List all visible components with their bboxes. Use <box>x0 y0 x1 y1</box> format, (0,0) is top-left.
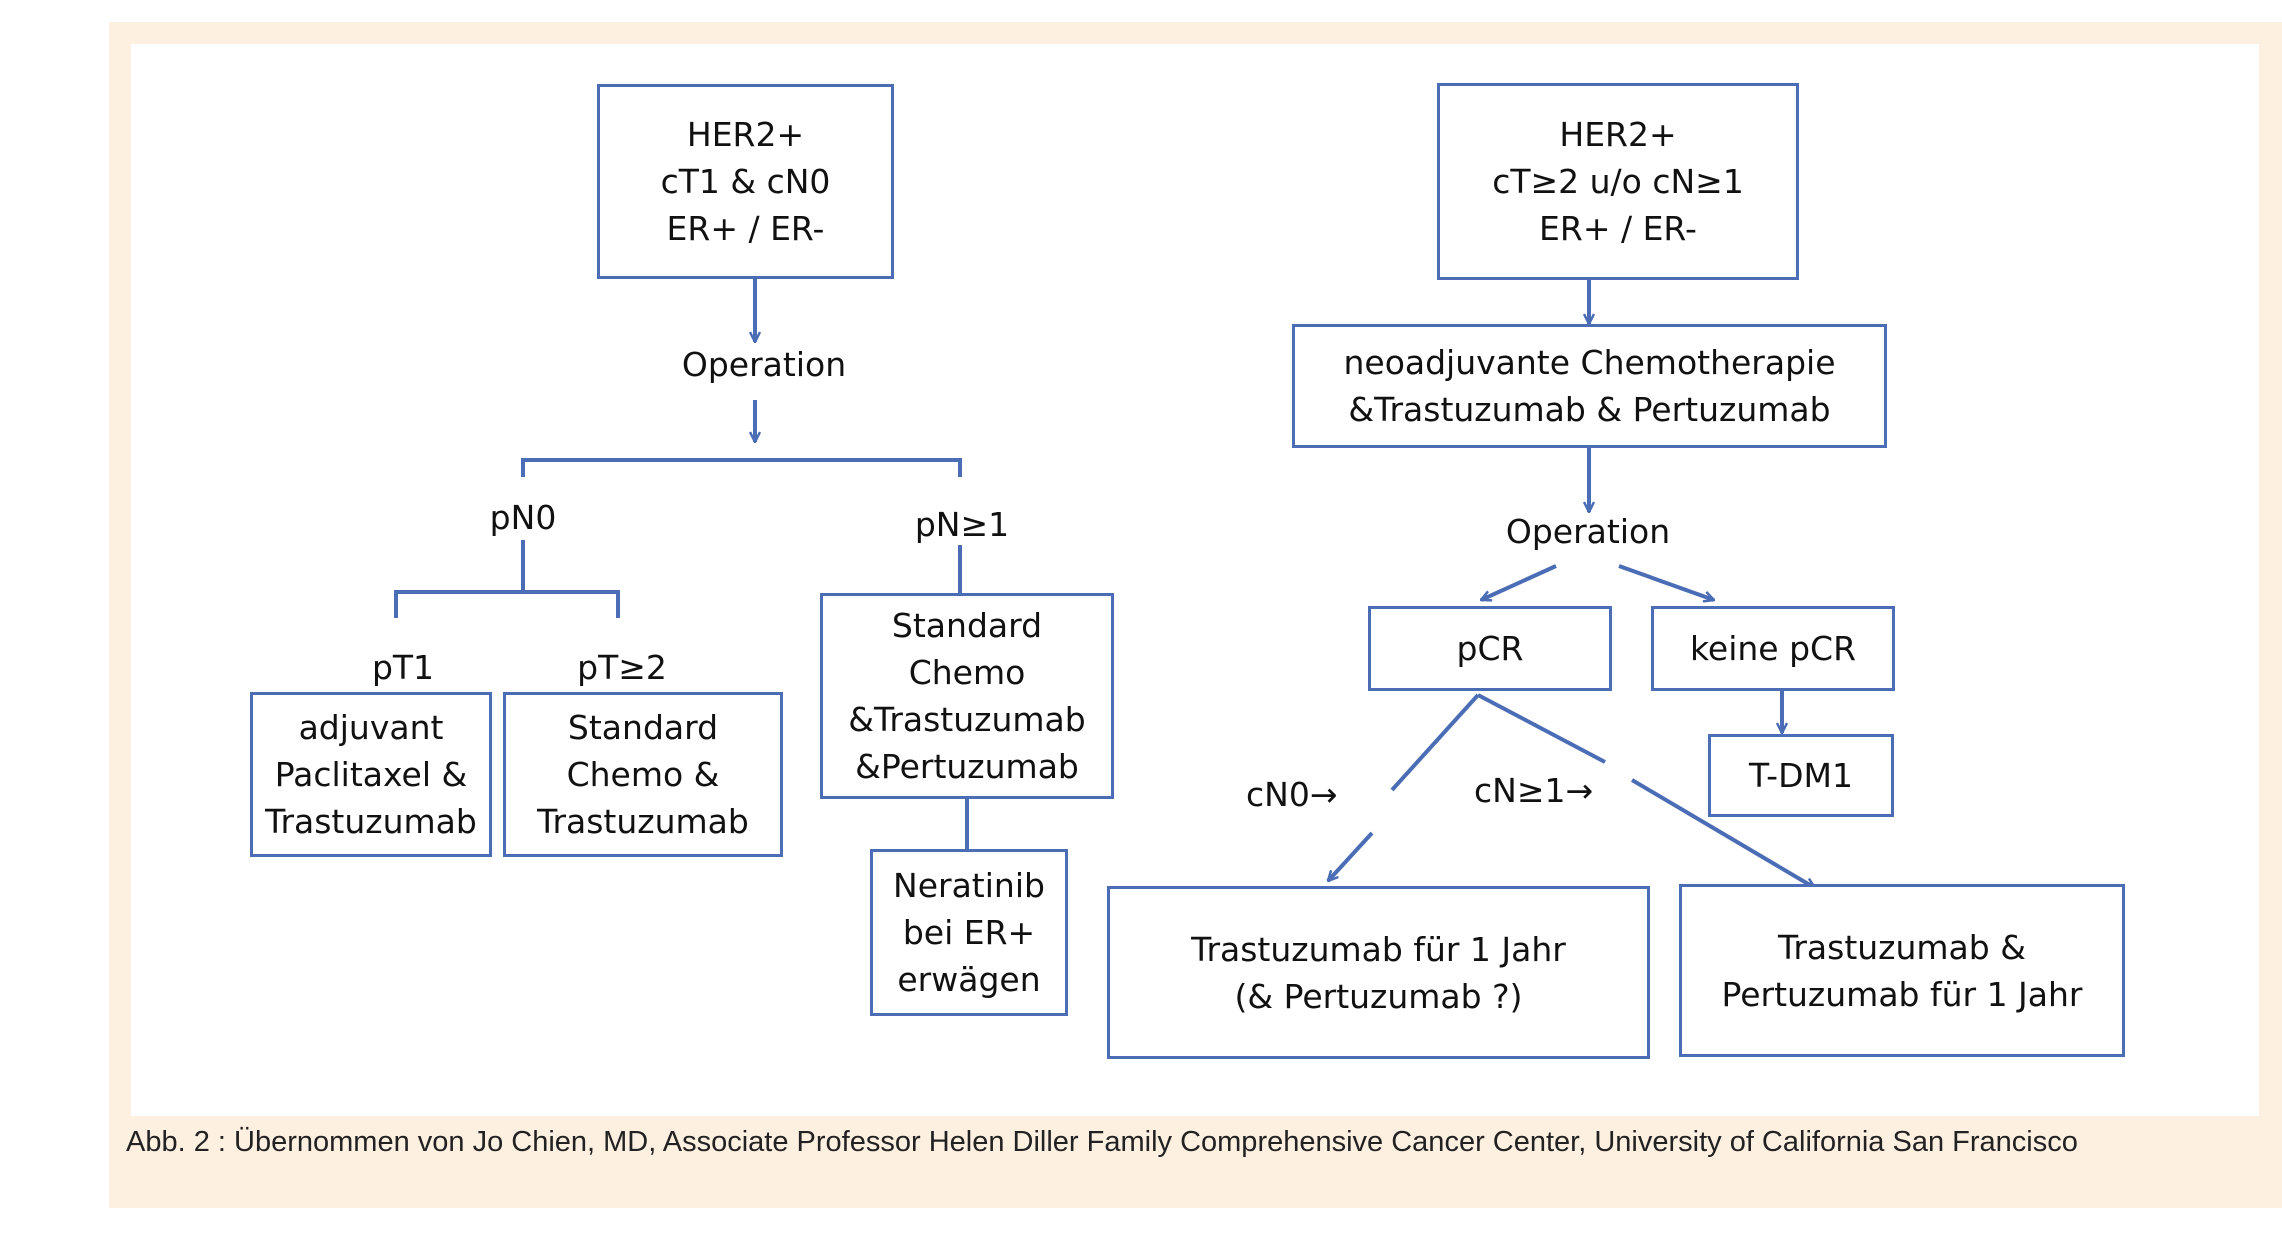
box-neratinib: Neratinib bei ER+ erwägen <box>870 849 1068 1016</box>
box-trastuzumab-pertuzumab-1-jahr: Trastuzumab & Pertuzumab für 1 Jahr <box>1679 884 2125 1057</box>
figure-caption: Abb. 2 : Übernommen von Jo Chien, MD, As… <box>126 1126 2078 1158</box>
arrow-pcr-to-cn0 <box>1328 693 1480 881</box>
bracket-pn <box>521 458 962 477</box>
box-tdm1: T-DM1 <box>1708 734 1894 817</box>
box-adjuvant-paclitaxel: adjuvant Paclitaxel & Trastuzumab <box>250 692 492 857</box>
box-standard-chemo-pertuzumab: Standard Chemo &Trastuzumab &Pertuzumab <box>820 593 1114 799</box>
label-operation-right: Operation <box>1505 512 1671 551</box>
label-pt1: pT1 <box>371 648 435 687</box>
box-keine-pcr: keine pCR <box>1651 606 1895 691</box>
arrow-pcr-to-cn1 <box>1477 693 1815 888</box>
box-standard-chemo-trastuzumab: Standard Chemo & Trastuzumab <box>503 692 783 857</box>
box-neoadjuvante-chemotherapie: neoadjuvante Chemotherapie &Trastuzumab … <box>1292 324 1887 448</box>
box-pcr: pCR <box>1368 606 1612 691</box>
box-her2-ct1-cn0: HER2+ cT1 & cN0 ER+ / ER- <box>597 84 894 279</box>
label-cn-ge1: cN≥1→ <box>1474 771 1594 810</box>
label-cn0: cN0→ <box>1246 775 1338 814</box>
arrow-operation-to-keine-pcr <box>1618 564 1714 600</box>
box-her2-ct2-cn1: HER2+ cT≥2 u/o cN≥1 ER+ / ER- <box>1437 83 1799 280</box>
bracket-pt <box>394 590 620 618</box>
label-operation-left: Operation <box>681 345 847 384</box>
label-pt-ge2: pT≥2 <box>577 648 667 687</box>
label-pn0: pN0 <box>489 498 557 537</box>
label-pn-ge1: pN≥1 <box>914 505 1010 544</box>
box-trastuzumab-1-jahr: Trastuzumab für 1 Jahr (& Pertuzumab ?) <box>1107 886 1650 1059</box>
arrow-operation-to-pcr <box>1481 564 1557 602</box>
